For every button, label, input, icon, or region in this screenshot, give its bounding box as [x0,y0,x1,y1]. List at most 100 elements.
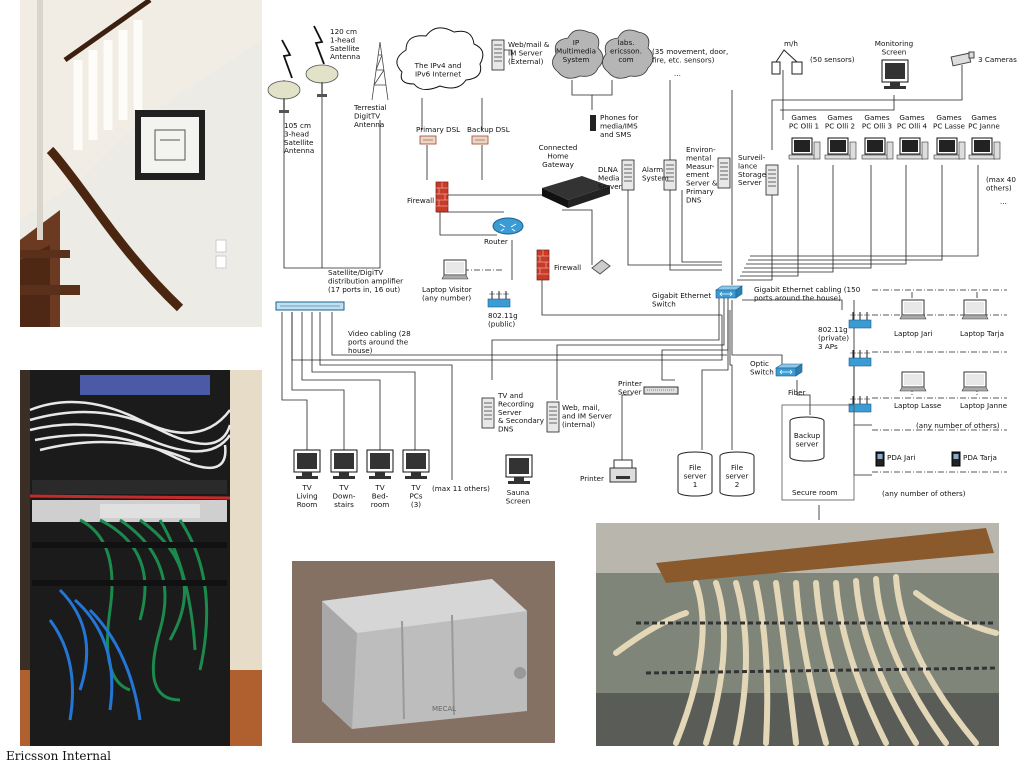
satellite-dish-105-icon [267,80,301,114]
box-brand-label: MECAL [432,705,456,713]
tv-icon [330,449,358,480]
tv-recording-server-icon [481,397,495,429]
laptop-icon [961,299,989,320]
webmail-external-label: Web/mail &IM Server(External) [508,40,550,66]
firewall-2-icon [536,249,550,281]
printer-server-icon [643,386,679,395]
ip-multimedia-cloud-icon [552,29,604,79]
sensors-35-ellipsis: ... [674,69,681,78]
private-ap-icon [848,395,872,413]
photo-staircase [20,0,262,327]
home-gateway-icon [542,176,610,208]
private-ap-label: 802.11g(private)3 APs [818,325,849,351]
secure-room-box [781,404,855,501]
tower-icon [371,41,389,101]
footer-label: Ericsson Internal [6,749,111,763]
secure-room-label: Secure room [792,488,838,497]
pda-jari-label: PDA Jari [887,453,915,462]
games-pc-icon [933,137,966,160]
external-server-icon [491,39,505,71]
internet-cloud-icon [396,27,484,90]
backup-dsl-icon [471,135,489,145]
laptop-icon [899,299,927,320]
max-11-label: (max 11 others) [432,484,490,493]
sensors-50-label: (50 sensors) [810,55,855,64]
laptop-label: Laptop Janne [960,401,1008,410]
dlna-server-icon [621,159,635,191]
mh-label: m/h [784,39,798,48]
private-ap-icon [848,349,872,367]
firewall-2-label: Firewall [554,263,581,272]
games-pc-icon [824,137,857,160]
laptop-label: Laptop Tarja [960,329,1004,338]
environmental-server-icon [717,157,731,189]
photo-cable-bundle [596,523,999,746]
internal-server-label: Web, mail,and IM Server(internal) [562,403,612,429]
private-ap-icon [848,311,872,329]
laptop-label: Laptop Lasse [894,401,942,410]
public-ap-icon [487,290,511,308]
games-pc-icon [896,137,929,160]
backup-dsl-label: Backup DSL [467,125,510,134]
pda-tarja-icon [951,451,961,467]
lightning-icon [281,39,293,79]
phone-icon [590,115,596,131]
satellite-dish-120-icon [305,64,339,98]
fiber-label: Fiber [788,388,806,397]
labs-cloud-icon [602,29,654,79]
max-40-ellipsis: ... [1000,197,1007,206]
laptop-icon [899,371,927,392]
laptop-icon [961,371,989,392]
tv-icon [366,449,394,480]
any-others-pda-label: (any number of others) [882,489,966,498]
distribution-amplifier-icon [275,301,345,311]
firewall-1-icon [435,181,449,213]
laptop-visitor-icon [441,259,469,280]
any-others-laptops-label: (any number of others) [916,421,1000,430]
sensors-35-label: (35 movement, door,fire, etc. sensors) [652,47,728,64]
optic-switch-icon [775,363,803,377]
firewall-1-label: Firewall [407,196,434,205]
handset-icon [591,259,611,275]
monitoring-screen-icon [881,59,909,90]
router-label: Router [484,237,508,246]
lightning-icon [313,25,325,65]
printer-label: Printer [580,474,604,483]
cameras-label: 3 Cameras [978,55,1017,64]
sauna-screen-icon [505,454,533,485]
surveillance-server-icon [765,164,779,196]
games-pc-icon [861,137,894,160]
labs-label: labs.ericsson.com [610,38,642,64]
